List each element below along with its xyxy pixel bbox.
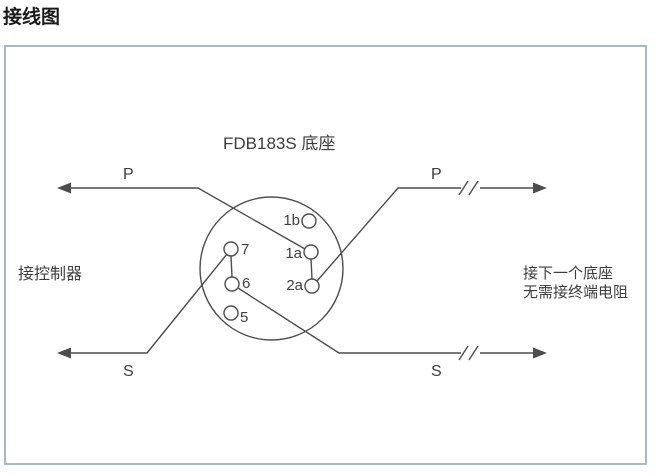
terminal-circle-7 [223, 241, 239, 257]
s-right-break-icon [458, 345, 469, 361]
s-right-arrowhead-icon [533, 347, 547, 359]
terminal-circle-6 [224, 276, 240, 292]
wire-label-p-left: P [123, 166, 134, 183]
wiring-diagram-panel: FDB183S 底座 P P S S 接控制器 接下一个底座 无需接终端电阻 1… [4, 45, 647, 465]
wire-p-right-line [316, 187, 461, 282]
right-note-line1: 接下一个底座 [523, 265, 614, 282]
p-right-arrowhead-icon [533, 182, 547, 194]
page-title: 接线图 [3, 7, 61, 28]
terminal-label-2a: 2a [286, 277, 303, 294]
terminal-label-1a: 1a [285, 245, 302, 262]
terminal-circle-5 [223, 305, 239, 321]
terminal-circle-1b [301, 213, 317, 229]
wire-label-s-left: S [123, 363, 134, 380]
s-left-arrowhead-icon [57, 347, 71, 359]
jumper-7-6-line [230, 255, 233, 278]
wiring-diagram-graphic [57, 180, 547, 361]
terminal-label-1b: 1b [283, 212, 300, 229]
s-right-break-icon [468, 345, 479, 361]
wire-p-left-line [66, 187, 306, 250]
left-note: 接控制器 [18, 266, 83, 283]
p-right-break-icon [468, 180, 479, 196]
right-note-line2: 无需接终端电阻 [523, 284, 629, 301]
jumper-1a-2a-line [310, 258, 313, 280]
socket-base-circle [199, 196, 344, 341]
terminal-circle-2a [304, 278, 320, 294]
terminal-label-7: 7 [241, 241, 250, 258]
wire-lines [66, 180, 535, 361]
p-left-arrowhead-icon [57, 182, 71, 194]
right-note: 接下一个底座 无需接终端电阻 [523, 264, 628, 302]
arrowheads [57, 182, 547, 359]
p-right-break-icon [458, 180, 469, 196]
terminal-circle-1a [303, 244, 319, 260]
terminal-label-5: 5 [240, 309, 249, 326]
wire-s-left-line [66, 253, 228, 354]
wire-label-s-right: S [431, 363, 442, 380]
wire-s-right-line [237, 287, 461, 354]
terminal-circles [223, 213, 320, 321]
base-title: FDB183S 底座 [223, 134, 336, 153]
wire-label-p-right: P [431, 166, 442, 183]
terminal-label-6: 6 [242, 275, 251, 292]
